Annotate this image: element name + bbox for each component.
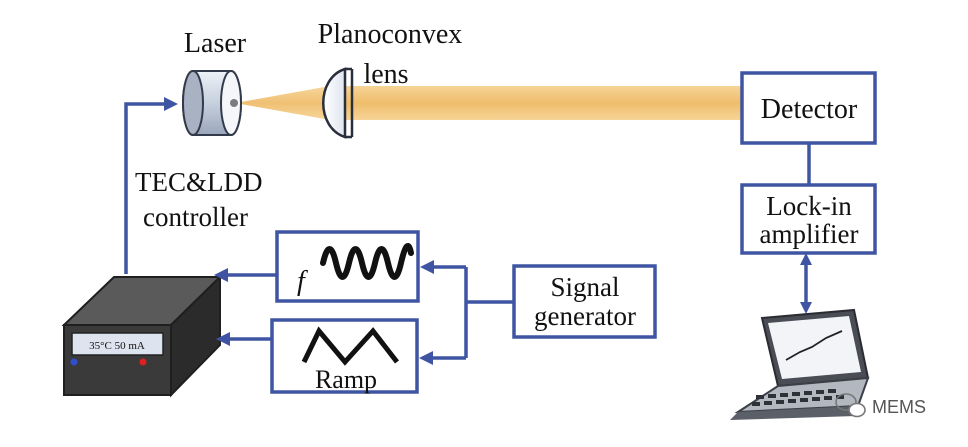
ramp-label: Ramp [315, 365, 377, 394]
controller-label-line2: controller [143, 202, 248, 232]
frequency-symbol: f [297, 266, 308, 297]
wechat-icon [835, 393, 866, 418]
triangle-wave-icon [301, 326, 399, 366]
laptop-icon [730, 308, 870, 420]
watermark-text: MEMS [872, 397, 926, 417]
lockin-label-line2: amplifier [760, 219, 859, 249]
detector-label: Detector [761, 94, 858, 125]
lockin-label-line1: Lock-in [766, 191, 852, 221]
signal-label-line2: generator [534, 301, 636, 331]
lockin-laptop-connection [800, 253, 812, 314]
sine-to-controller-arrow [214, 268, 277, 282]
laser-label: Laser [184, 28, 247, 59]
ramp-to-controller-arrow [216, 332, 272, 346]
signal-label-line1: Signal [550, 272, 619, 302]
sine-wave-icon [320, 242, 414, 280]
lens-label-line2: lens [363, 59, 408, 90]
planoconvex-lens-icon [322, 67, 354, 139]
signal-distribution-wires [419, 260, 514, 365]
lens-label-line1: Planoconvex [318, 19, 463, 50]
laser-diode-icon [182, 70, 242, 136]
controller-label-line1: TEC&LDD [135, 167, 263, 197]
controller-device-icon [61, 274, 223, 398]
controller-laser-wire [124, 97, 178, 274]
lockin-amplifier-box [740, 183, 877, 255]
signal-generator-box [512, 264, 657, 339]
controller-display-readout: 35°C 50 mA [89, 340, 145, 352]
laser-beam [235, 86, 743, 120]
